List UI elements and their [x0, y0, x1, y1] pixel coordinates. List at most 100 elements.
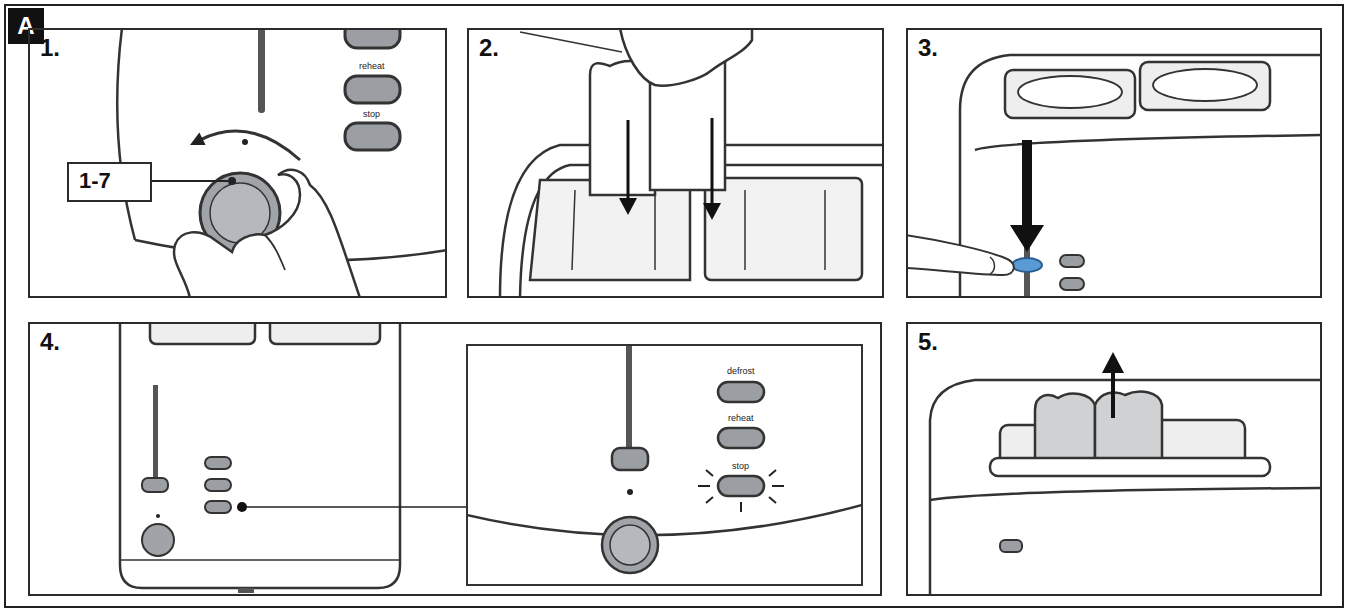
button-label: reheat	[728, 413, 754, 424]
toast-removal-part	[930, 380, 1321, 595]
control-closeup-part	[698, 470, 784, 512]
knob-closeup-part	[174, 170, 360, 297]
section-badge: A	[8, 8, 44, 44]
bread-insert	[500, 29, 883, 297]
toaster-overview-part	[142, 524, 174, 556]
control-closeup-part	[718, 382, 764, 402]
setting-box: 1-7	[67, 162, 152, 202]
toaster-overview-part	[270, 323, 380, 344]
knob-closeup	[117, 29, 446, 297]
step-number: 2.	[479, 34, 499, 62]
control-closeup-part	[602, 517, 658, 573]
control-closeup-part-part	[769, 470, 776, 476]
button-label: reheat	[359, 61, 385, 72]
lever-press-part	[1005, 70, 1135, 118]
lever-press-part	[1012, 258, 1042, 272]
setting-range: 1-7	[79, 168, 111, 194]
knob-closeup-part	[242, 139, 248, 145]
control-closeup-part-part	[769, 497, 776, 503]
knob-closeup-part	[258, 29, 265, 113]
control-closeup-part	[626, 346, 632, 450]
lever-press-part	[1140, 62, 1270, 110]
toaster-overview-part	[150, 323, 255, 344]
bread-insert-part	[705, 178, 862, 280]
control-closeup-part	[718, 476, 764, 496]
lever-press-part	[1153, 69, 1257, 101]
step-number: 5.	[918, 328, 938, 356]
control-closeup-part-part	[706, 497, 713, 503]
toast-removal	[930, 352, 1321, 595]
knob-closeup-part	[345, 76, 400, 103]
bread-insert-part	[703, 203, 721, 220]
lever-press-part	[1060, 278, 1084, 290]
toaster-overview-part	[205, 501, 231, 513]
toaster-overview-part	[247, 506, 467, 508]
knob-closeup-part	[190, 132, 206, 145]
knob-closeup-part	[265, 235, 285, 270]
knob-closeup-part	[345, 29, 400, 48]
step-panel: 2.	[467, 28, 884, 298]
knob-closeup-part	[152, 180, 228, 182]
toaster-overview-part	[156, 514, 160, 518]
step-number: 4.	[40, 328, 60, 356]
step-number: 1.	[40, 34, 60, 62]
bread-insert-part	[572, 190, 575, 270]
section-letter: A	[17, 12, 34, 40]
control-closeup	[468, 346, 861, 573]
toast-removal-part	[1095, 392, 1162, 465]
lever-press-part	[1018, 76, 1122, 108]
toaster-overview	[120, 323, 862, 593]
toast-removal-part	[1102, 352, 1124, 373]
toaster-overview-part	[238, 588, 254, 593]
button-label: defrost	[727, 366, 755, 377]
control-closeup-part-part	[740, 502, 742, 512]
lever-press-part	[907, 235, 1014, 275]
bread-insert-part	[654, 190, 656, 270]
control-closeup-part-part	[706, 470, 713, 476]
knob-closeup-part	[200, 131, 300, 160]
bread-insert-part	[520, 32, 622, 52]
lever-press-part	[1010, 225, 1044, 252]
toaster-overview-part	[120, 559, 400, 561]
toaster-overview-part	[142, 478, 168, 492]
lever-press-part	[990, 257, 995, 274]
toast-removal-part	[1111, 370, 1115, 418]
toaster-overview-part	[153, 385, 158, 480]
control-closeup-part	[718, 428, 764, 448]
bread-insert-part	[590, 61, 655, 195]
bread-insert-part	[744, 190, 746, 270]
bread-insert-part	[619, 198, 637, 215]
toast-removal-part	[990, 458, 1270, 476]
button-label: stop	[732, 461, 749, 472]
lever-press-part	[1060, 255, 1084, 267]
toaster-overview-part	[205, 479, 231, 491]
control-closeup-part	[627, 489, 633, 495]
toast-removal-part	[1000, 540, 1022, 552]
bread-insert-part	[627, 120, 630, 200]
step-panel: 5.	[906, 322, 1322, 596]
step-number: 3.	[918, 34, 938, 62]
button-label: stop	[363, 109, 380, 120]
control-closeup-part	[612, 448, 648, 470]
control-closeup-part-part	[698, 485, 710, 487]
control-closeup-part	[468, 505, 861, 535]
bread-insert-part	[824, 190, 826, 270]
knob-closeup-part	[117, 29, 135, 240]
toaster-overview-part	[467, 345, 862, 585]
bread-insert-part	[711, 118, 714, 205]
control-closeup-part	[610, 525, 650, 565]
control-closeup-part-part	[772, 485, 784, 487]
lever-press-part	[960, 55, 1321, 297]
step-panel: 4.	[28, 322, 882, 596]
lever-press	[907, 55, 1321, 297]
outer-frame	[5, 5, 1343, 607]
knob-closeup-part	[345, 123, 400, 150]
toast-removal-part	[930, 488, 1321, 500]
toaster-overview-part	[205, 457, 231, 469]
toaster-overview-part	[120, 323, 400, 588]
step-panel: 3.	[906, 28, 1322, 298]
lever-press-part	[1022, 140, 1032, 228]
toaster-overview-part	[237, 502, 247, 512]
